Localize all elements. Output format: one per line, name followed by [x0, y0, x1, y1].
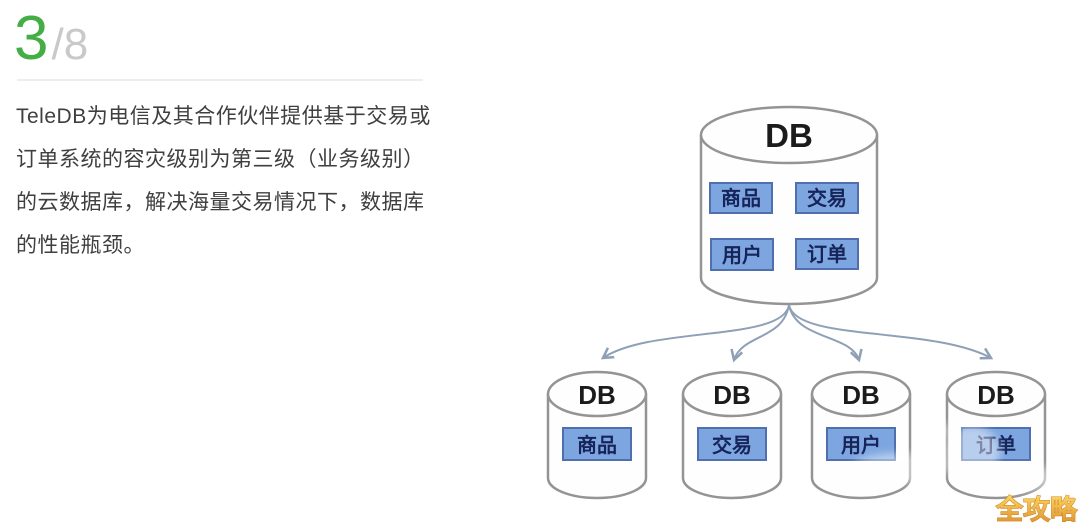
main-db-cylinder: DB 商品 交易 用户 订单	[699, 105, 879, 306]
module-label: 订单	[807, 242, 847, 266]
arrow-to-shard-4	[788, 304, 994, 360]
module-box	[697, 427, 767, 461]
step-description: TeleDB为电信及其合作伙伴提供基于交易或 订单系统的容灾级别为第三级（业务级…	[16, 95, 456, 267]
description-line: 的性能瓶颈。	[16, 234, 145, 257]
shard-cylinder-top	[681, 370, 783, 418]
module-box	[562, 427, 632, 461]
module-label: 用户	[841, 433, 881, 457]
module-box	[795, 182, 859, 214]
shard-cylinder-top	[810, 370, 912, 418]
main-db-module-order: 订单	[795, 238, 859, 270]
module-box	[795, 238, 859, 270]
main-db-label: DB	[765, 117, 813, 154]
shard-arrows	[600, 304, 994, 363]
main-db-module-product: 商品	[709, 182, 773, 214]
description-line: 订单系统的容灾级别为第三级（业务级别）	[16, 148, 425, 171]
arrow-to-shard-2	[730, 304, 790, 363]
step-current-number: 3	[14, 4, 49, 73]
module-label: 交易	[807, 186, 847, 210]
shard-db-label: DB	[578, 380, 616, 410]
module-label: 商品	[721, 186, 761, 210]
shard-db-trade: DB 交易	[681, 370, 783, 500]
description-line: TeleDB为电信及其合作伙伴提供基于交易或	[16, 105, 431, 128]
description-line: 的云数据库，解决海量交易情况下，数据库	[16, 191, 425, 214]
arrow-to-shard-3	[788, 304, 863, 363]
step-total-number: /8	[51, 20, 89, 69]
main-db-module-trade: 交易	[795, 182, 859, 214]
shard-db-label: DB	[977, 380, 1015, 410]
step-divider	[17, 79, 423, 81]
main-db-module-user: 用户	[710, 238, 774, 271]
site-watermark: 全攻略	[995, 494, 1078, 525]
module-box	[710, 238, 774, 271]
main-db-cylinder-top	[699, 105, 879, 165]
arrow-to-shard-1	[600, 304, 790, 360]
module-label: 商品	[577, 433, 617, 457]
shard-db-label: DB	[842, 380, 880, 410]
step-indicator: 3 /8	[14, 8, 88, 70]
faint-watermark	[852, 422, 1062, 491]
shard-cylinder-top	[945, 370, 1047, 418]
shard-cylinder-top	[546, 370, 648, 418]
module-label: 用户	[722, 243, 762, 267]
shard-db-label: DB	[713, 380, 751, 410]
shard-db-product: DB 商品	[546, 370, 648, 500]
module-label: 交易	[712, 433, 752, 457]
module-box	[709, 182, 773, 214]
